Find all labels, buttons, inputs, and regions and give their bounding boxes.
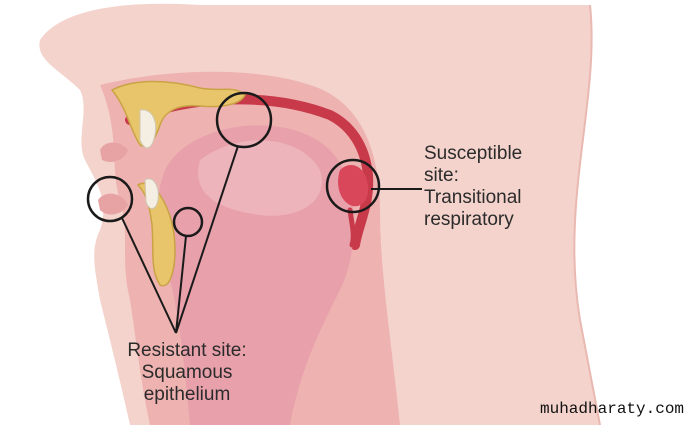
susceptible-site-circle bbox=[325, 158, 381, 214]
resistant-line-2: Squamous bbox=[141, 362, 233, 383]
resistant-site-circle-lip bbox=[86, 175, 134, 223]
neck-edge bbox=[573, 4, 601, 425]
leader-line-palate bbox=[175, 145, 239, 334]
leader-line-floor bbox=[175, 235, 187, 334]
lower-lip bbox=[98, 193, 128, 215]
transitional-tissue bbox=[338, 165, 369, 207]
resistant-site-label: Resistant site: Squamous epithelium bbox=[112, 340, 262, 406]
tongue-highlight bbox=[198, 140, 322, 216]
resistant-line-1: Resistant site: bbox=[127, 340, 247, 361]
leader-line-lip bbox=[121, 217, 177, 334]
resistant-line-3: epithelium bbox=[143, 384, 231, 405]
susceptible-line-2: site: bbox=[424, 165, 459, 186]
susceptible-line-1: Susceptible bbox=[424, 143, 523, 164]
epiglottis bbox=[347, 207, 356, 248]
lower-tooth bbox=[144, 178, 159, 209]
watermark-text: muhadharaty.com bbox=[540, 400, 685, 418]
resistant-site-circle-palate bbox=[215, 91, 273, 149]
susceptible-site-label: Susceptible site: Transitional respirato… bbox=[424, 143, 522, 231]
resistant-site-circle-floor bbox=[172, 206, 204, 238]
neck-outline bbox=[574, 5, 690, 425]
upper-lip bbox=[100, 142, 128, 162]
susceptible-line-4: respiratory bbox=[424, 209, 514, 230]
upper-tooth bbox=[139, 109, 157, 149]
susceptible-line-3: Transitional bbox=[424, 187, 522, 208]
